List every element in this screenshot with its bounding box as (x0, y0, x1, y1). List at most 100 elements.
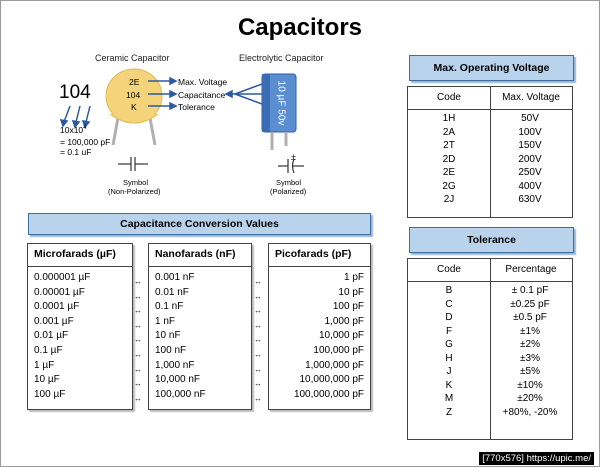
double-arrow-icon: ↔ (254, 320, 262, 330)
voltage-value: 200V (518, 153, 542, 165)
pico-value: 10,000 pF (318, 330, 364, 342)
electrolytic-heading: Electrolytic Capacitor (239, 53, 324, 63)
label-tolerance: Tolerance (178, 102, 215, 112)
marking-capacitance: 104 (126, 90, 141, 100)
double-arrow-icon: ↔ (254, 306, 262, 316)
tolerance-code: B (445, 285, 453, 296)
electrolytic-body-text: 10 µF 50v (275, 80, 287, 126)
tolerance-value: ± 0.1 pF (511, 285, 549, 296)
microfarads-values: 0.000001 µF 0.00001 µF 0.0001 µF 0.001 µF 0.… (28, 267, 132, 406)
voltage-code: 2T (443, 140, 455, 151)
micro-value: 0.1 µF (34, 344, 63, 356)
voltage-header-max: Max. Voltage (502, 92, 560, 103)
electrolytic-symbol-label: Symbol (276, 178, 302, 187)
voltage-value: 50V (521, 113, 539, 124)
code-expl-line3: = 0.1 uF (60, 147, 92, 157)
tolerance-row: J±5% (408, 365, 572, 379)
page-title: Capacitors (237, 14, 363, 41)
double-arrow-icon: ↔ (254, 291, 262, 301)
ceramic-symbol-sublabel: (Non-Polarized) (108, 187, 161, 196)
double-arrow-icon: ↔ (134, 291, 142, 301)
nano-value: 100,000 nF (155, 388, 206, 400)
tolerance-value: ±2% (520, 339, 540, 350)
marking-tolerance: K (131, 102, 137, 112)
nano-value: 0.001 nF (155, 272, 195, 283)
voltage-table-header: Code Max. Voltage (408, 87, 572, 110)
micro-value: 0.01 µF (34, 330, 69, 342)
voltage-value: 100V (518, 126, 542, 138)
micro-value: 0.001 µF (34, 315, 74, 327)
tolerance-row: G±2% (408, 338, 572, 352)
code-expl-line2: = 100,000 pF (60, 137, 111, 147)
voltage-code: 2J (443, 194, 455, 205)
pico-value: 10 pF (338, 286, 364, 298)
pico-value: 1,000 pF (324, 315, 364, 327)
tolerance-header-code: Code (408, 259, 491, 281)
polarity-mark: ± (291, 152, 296, 162)
nano-value: 0.1 nF (155, 301, 184, 313)
nano-value: 1 nF (155, 315, 176, 327)
nano-value: 100 nF (155, 344, 187, 356)
tolerance-value: ±1% (520, 325, 540, 337)
pico-value: 10,000,000 pF (299, 374, 365, 386)
tolerance-value: ±5% (520, 366, 540, 377)
electrolytic-symbol-sublabel: (Polarized) (270, 187, 307, 196)
pico-value: 1,000,000 pF (305, 359, 364, 371)
double-arrow-icon: ↔ (254, 335, 262, 345)
tolerance-row: M±20% (408, 392, 572, 406)
tolerance-title: Tolerance (409, 227, 574, 253)
double-arrow-icon: ↔ (134, 320, 142, 330)
voltage-value: 250V (518, 167, 542, 178)
tolerance-row: D±0.5 pF (408, 311, 572, 325)
double-arrow-icon: ↔ (134, 277, 142, 286)
nano-value: 1,000 nF (155, 359, 195, 371)
voltage-code: 2D (442, 153, 456, 165)
tolerance-table-header: Code Percentage (408, 259, 572, 282)
nanofarads-header: Nanofarads (nF) (149, 244, 251, 267)
ceramic-heading: Ceramic Capacitor (95, 53, 170, 63)
double-arrow-icon: ↔ (134, 379, 142, 389)
watermark: [770x576] https://upic.me/ (479, 452, 594, 465)
micro-value: 1 µF (34, 359, 55, 371)
double-arrow-icon: ↔ (254, 350, 262, 359)
micro-value: 0.0001 µF (34, 301, 80, 313)
tolerance-value: ±20% (517, 393, 543, 404)
voltage-row: 2D 200V (408, 153, 572, 167)
tolerance-value: ±0.25 pF (510, 298, 550, 310)
pico-value: 100,000,000 pF (293, 388, 364, 400)
nano-value: 10,000 nF (155, 374, 201, 386)
pico-value: 100 pF (332, 301, 364, 313)
double-arrow-icon: ↔ (134, 306, 142, 316)
double-arrow-icon: ↔ (254, 393, 262, 403)
double-arrow-icon: ↔ (134, 350, 142, 359)
tolerance-header-percentage: Percentage (505, 264, 557, 275)
double-arrow-icon: ↔ (134, 393, 142, 403)
code-expl-line1: 10x104 (60, 125, 87, 135)
micro-value: 0.00001 µF (34, 286, 85, 298)
micro-value: 10 µF (34, 374, 60, 386)
tolerance-code: D (445, 312, 453, 323)
double-arrow-icon: ↔ (134, 335, 142, 345)
code-104: 104 (59, 82, 91, 103)
tolerance-code: C (445, 298, 453, 310)
conversion-title: Capacitance Conversion Values (28, 213, 371, 235)
ceramic-symbol-label: Symbol (123, 178, 149, 187)
tolerance-code: F (445, 325, 453, 337)
marking-voltage: 2E (129, 77, 140, 87)
code-exponent: 4 (83, 125, 87, 132)
tolerance-row: Z+80%, -20% (408, 406, 572, 420)
micro-value: 0.000001 µF (34, 272, 91, 283)
double-arrow-icon: ↔ (254, 364, 262, 374)
nano-value: 0.01 nF (155, 286, 189, 298)
